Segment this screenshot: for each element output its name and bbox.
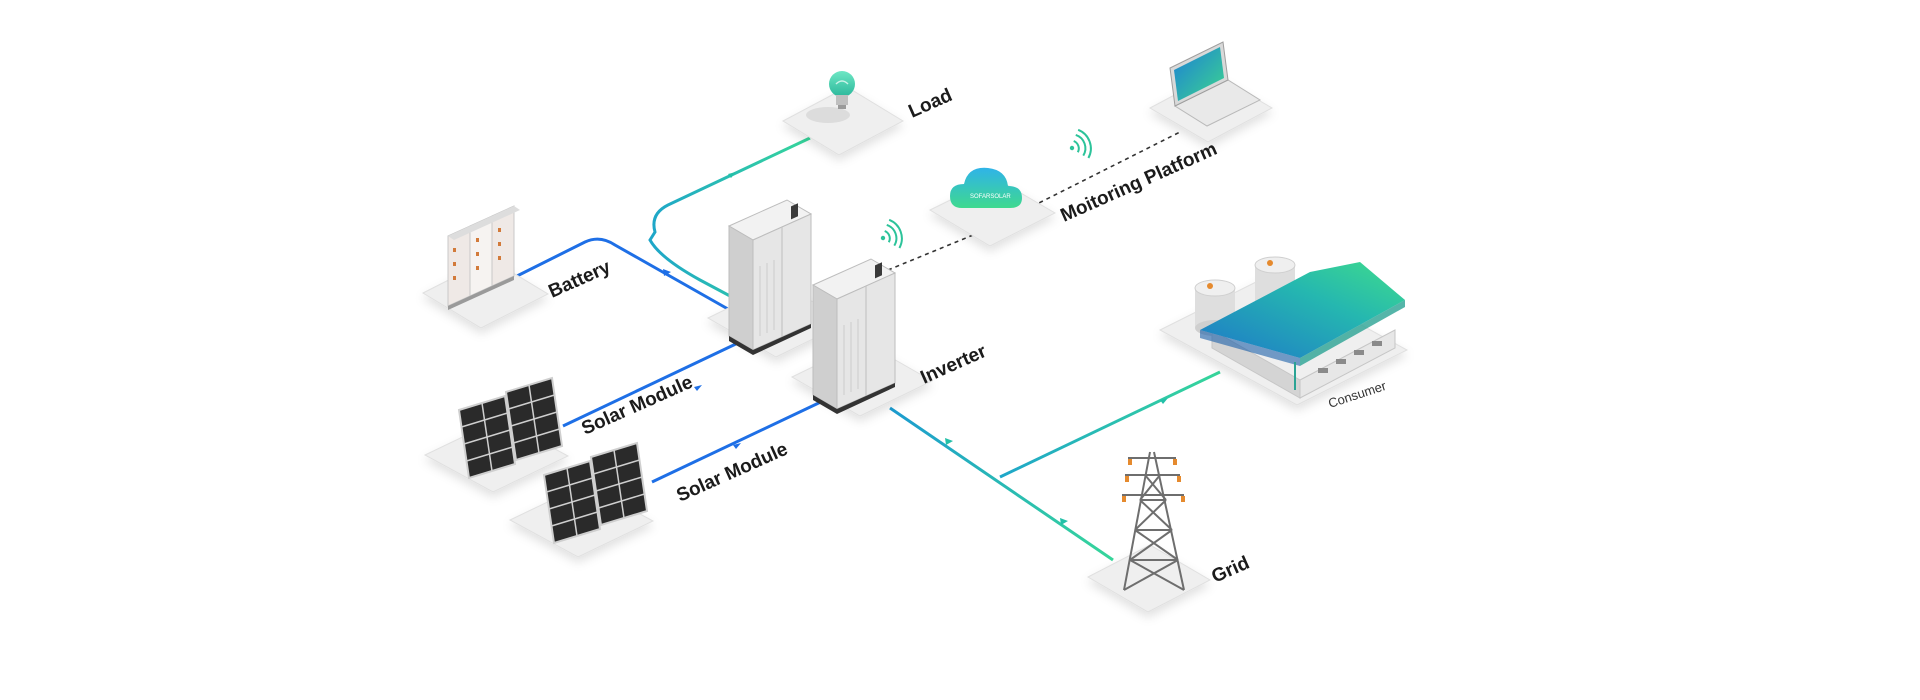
label-solar-module-1: Solar Module (578, 372, 696, 440)
factory-icon (1194, 256, 1405, 399)
factory-roof (1200, 262, 1405, 358)
wifi-icon (874, 216, 907, 254)
label-solar-module-2: Solar Module (673, 439, 791, 507)
line-load-inverter (648, 136, 811, 314)
cloud-node: SOFARSOLAR Moitoring Platform (874, 139, 1220, 254)
inverter-cabinet-1 (728, 199, 812, 356)
label-monitoring-platform: Moitoring Platform (1057, 139, 1220, 227)
line-cloud-laptop-dashed (1024, 131, 1181, 211)
transmission-tower-icon (1122, 451, 1185, 591)
laptop-icon (1169, 41, 1262, 127)
laptop-node (1063, 41, 1274, 164)
insulator-markers (1122, 459, 1185, 502)
label-grid: Grid (1208, 552, 1252, 587)
label-battery: Battery (545, 257, 614, 303)
load-platform (781, 86, 905, 156)
battery-rack-icon (447, 205, 520, 310)
line-solar2-inverter (651, 398, 826, 484)
line-junction-consumer (999, 370, 1221, 479)
cloud-brand-text: SOFARSOLAR (970, 194, 1011, 200)
inverter-cabinet-2 (812, 258, 896, 415)
load-node: Load (781, 71, 956, 156)
line-battery-inverter (514, 237, 736, 315)
consumer-node: Consumer (1158, 256, 1409, 411)
label-inverter: Inverter (917, 341, 990, 389)
grid-node: Grid (1086, 451, 1253, 613)
inverter-node: Inverter (706, 199, 990, 417)
light-bulb-icon (829, 71, 855, 109)
line-inverter-grid (889, 406, 1114, 562)
label-load: Load (905, 85, 955, 123)
connection-lines (514, 131, 1221, 562)
wifi-icon (1063, 126, 1096, 164)
cloud-icon: SOFARSOLAR (950, 167, 1022, 208)
grid-platform (1086, 544, 1212, 613)
line-solar1-inverter (562, 340, 741, 428)
battery-node: Battery (421, 205, 614, 329)
